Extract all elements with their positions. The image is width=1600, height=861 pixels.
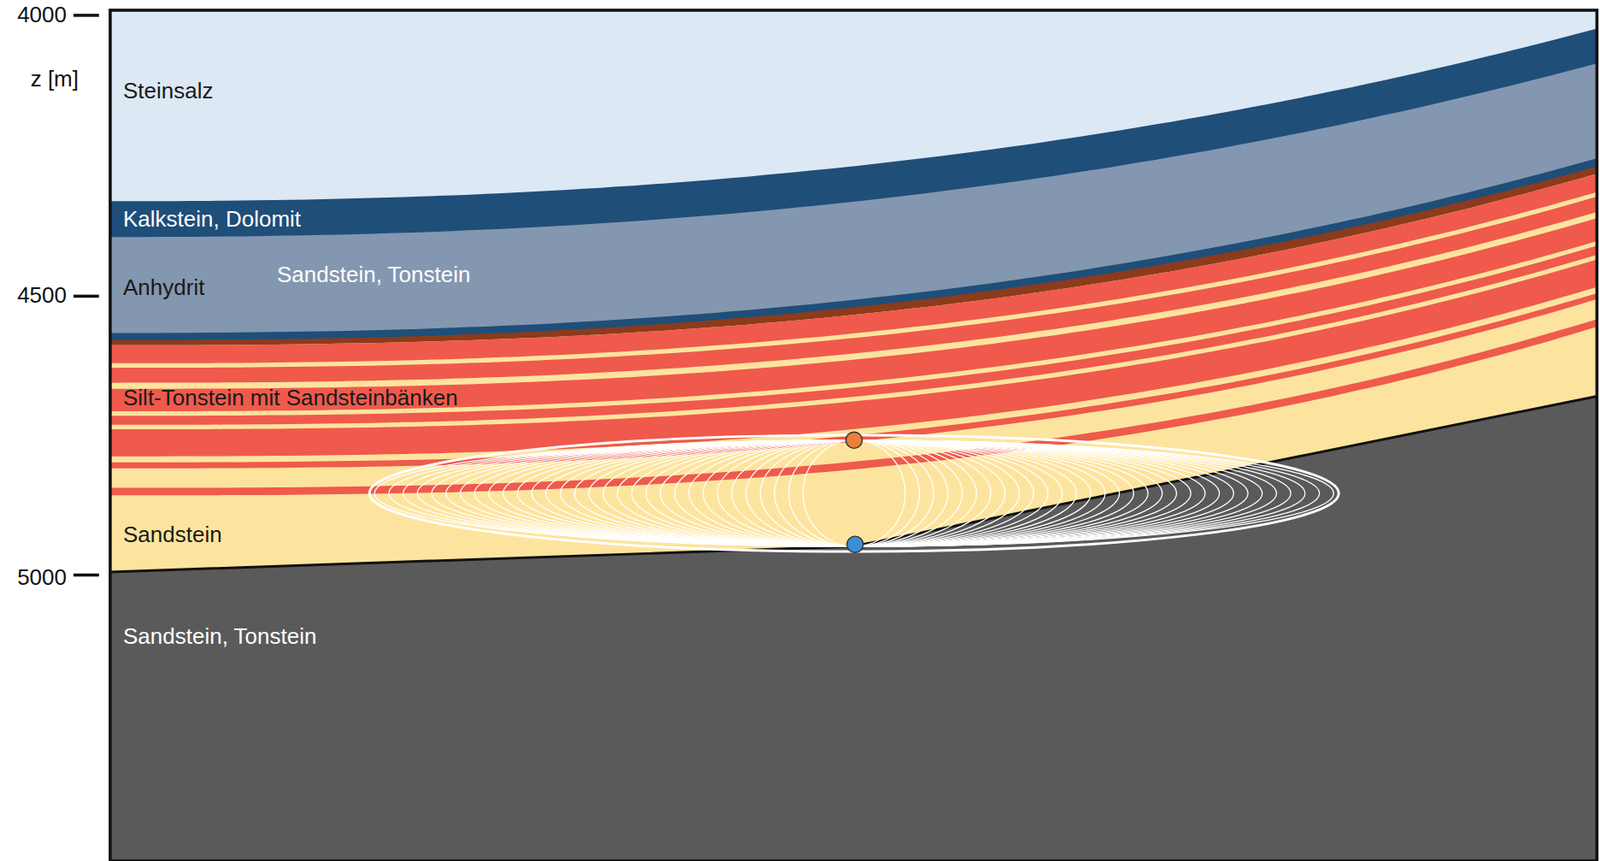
axis-title: z [m] — [30, 66, 79, 93]
stratum — [110, 158, 1597, 861]
layer-name: Steinsalz — [123, 78, 214, 105]
frac-ellipse — [503, 440, 1206, 547]
frac-ellipse — [717, 440, 991, 547]
frac-ellipse — [803, 440, 906, 547]
base-line — [110, 395, 1597, 571]
stratum — [110, 166, 1597, 861]
frac-ellipse — [617, 440, 1091, 547]
frac-ellipse — [474, 440, 1234, 547]
depth-tick: 4500 — [17, 282, 67, 309]
frac-ellipse — [417, 440, 1291, 547]
frac-ellipse — [674, 440, 1034, 547]
frac-ellipse — [603, 440, 1106, 547]
frac-ellipse — [488, 440, 1220, 547]
frac-ellipse — [774, 440, 934, 547]
strata — [110, 28, 1597, 861]
frac-ellipse — [746, 440, 963, 547]
axis-tick — [73, 573, 100, 577]
frac-ellipse — [588, 440, 1120, 547]
salt-ground — [110, 10, 1597, 861]
frac-ellipse — [703, 440, 1006, 547]
frac-ellipse — [517, 440, 1191, 547]
frac-ellipse — [559, 440, 1148, 547]
layer-name: Silt-Tonstein mit Sandsteinbänken — [123, 385, 459, 412]
layer-name: Anhydrit — [123, 275, 205, 301]
frac-lens — [369, 435, 1339, 552]
frac-ellipse — [688, 440, 1020, 547]
frac-ellipse — [759, 440, 948, 547]
layer-name: Kalkstein, Dolomit — [123, 206, 301, 233]
frac-ellipse — [446, 440, 1263, 547]
frac-ellipse — [531, 440, 1177, 547]
frac-ellipse — [731, 440, 977, 547]
depth-tick: 4000 — [17, 2, 67, 29]
frac-ellipse — [788, 440, 920, 547]
bottom-dot — [847, 535, 864, 553]
frac-ellipse — [431, 440, 1277, 547]
frame — [110, 10, 1597, 861]
top-dot — [846, 431, 863, 448]
frac-outline — [369, 435, 1339, 552]
stratum — [110, 173, 1597, 861]
axis-tick — [73, 13, 100, 18]
frac-ellipse — [403, 440, 1306, 547]
layer-name: Sandstein, Tonstein — [276, 262, 471, 289]
stratum — [110, 28, 1597, 861]
layer-name: Sandstein, Tonstein — [123, 623, 317, 650]
layer-name: Sandstein — [123, 522, 223, 548]
frac-ellipse — [388, 440, 1320, 547]
depth-tick: 5000 — [17, 564, 67, 591]
basement — [110, 395, 1597, 861]
frac-ellipse — [574, 440, 1134, 547]
stratum — [110, 63, 1597, 861]
frac-ellipse — [546, 440, 1163, 547]
frac-ellipse — [646, 440, 1063, 547]
frac-ellipse — [631, 440, 1077, 547]
frac-ellipse — [374, 440, 1334, 547]
axis-tick — [73, 294, 100, 299]
frac-ellipse — [659, 440, 1048, 547]
frac-ellipse — [459, 440, 1248, 547]
